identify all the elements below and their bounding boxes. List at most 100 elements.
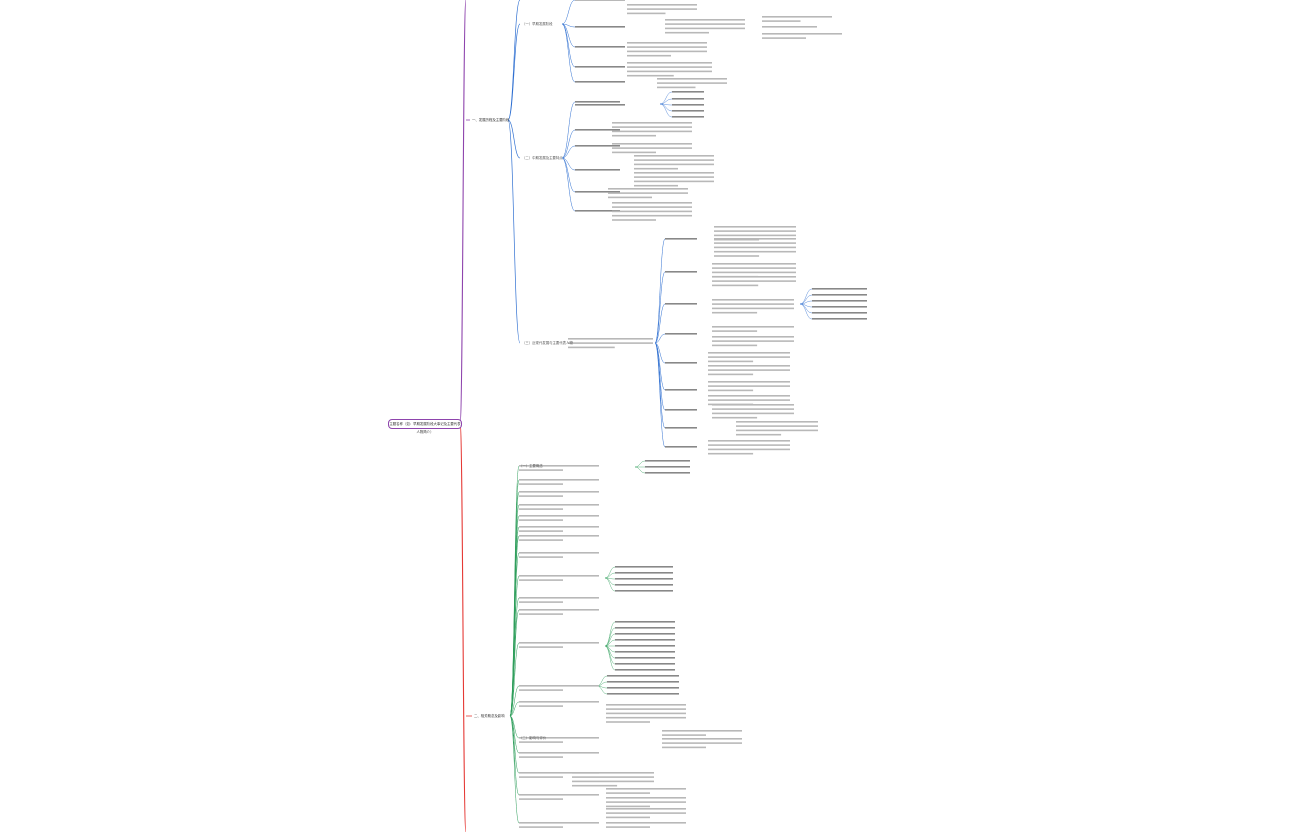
text-line-191 [519, 552, 599, 554]
text-line-286 [606, 805, 650, 808]
text-line-81 [608, 196, 652, 199]
text-line-161 [736, 421, 818, 423]
text-line-277 [662, 746, 706, 749]
text-line-257 [615, 663, 675, 665]
text-line-37 [762, 20, 801, 22]
connector-138 [799, 303, 813, 320]
sub-node-5[interactable]: （二）影响与评价 [519, 736, 547, 740]
text-line-11 [575, 26, 625, 28]
text-line-89 [568, 346, 615, 349]
text-line-86 [612, 219, 656, 221]
connector-230 [634, 466, 646, 474]
text-line-231 [645, 472, 690, 474]
text-line-247 [615, 633, 675, 635]
text-line-118 [712, 267, 796, 269]
text-line-40 [762, 37, 806, 39]
text-line-113 [714, 242, 796, 244]
text-line-155 [708, 399, 790, 401]
text-line-213 [519, 741, 563, 743]
text-line-188 [519, 535, 599, 537]
text-line-44 [575, 129, 620, 131]
text-line-177 [519, 495, 563, 497]
text-line-27 [627, 50, 707, 53]
text-line-176 [519, 491, 599, 493]
connector-205 [509, 685, 520, 717]
text-line-281 [572, 784, 618, 787]
text-line-84 [612, 210, 692, 213]
text-line-126 [712, 307, 794, 310]
text-line-173 [519, 479, 599, 481]
connector-7 [507, 0, 521, 121]
text-line-42 [575, 101, 620, 103]
text-line-93 [665, 271, 697, 273]
text-line-166 [708, 444, 790, 446]
text-line-287 [606, 808, 686, 810]
text-line-162 [736, 425, 818, 427]
text-line-52 [575, 210, 620, 212]
text-line-282 [606, 788, 686, 790]
text-line-69 [612, 147, 692, 149]
sub-node-3[interactable]: （三）近现代发展与主要代表人物 [522, 341, 573, 345]
text-line-75 [634, 172, 714, 174]
text-line-239 [615, 584, 673, 586]
text-line-216 [519, 756, 563, 758]
text-line-71 [634, 155, 714, 157]
text-line-195 [519, 579, 563, 581]
branch-bottom[interactable]: 二、相关概念及影响 [474, 714, 505, 718]
text-line-197 [519, 597, 599, 599]
text-line-15 [575, 66, 625, 68]
text-line-183 [519, 519, 563, 521]
text-line-272 [606, 721, 650, 723]
connector-14 [561, 23, 576, 68]
text-line-171 [519, 469, 563, 471]
text-line-227 [645, 460, 690, 462]
connector-242 [604, 621, 616, 647]
text-line-215 [519, 752, 599, 754]
text-line-103 [665, 409, 697, 411]
text-line-61 [672, 110, 704, 112]
text-line-245 [615, 627, 675, 629]
text-line-274 [662, 734, 706, 736]
text-line-25 [627, 42, 707, 44]
text-line-72 [634, 159, 714, 161]
connector-62 [659, 103, 673, 118]
sub-node-1[interactable]: （一）早期发展阶段 [522, 22, 553, 26]
connector-223 [509, 715, 520, 824]
text-line-147 [708, 360, 754, 363]
text-line-150 [708, 373, 754, 376]
text-line-279 [572, 776, 654, 778]
connector-51 [561, 157, 576, 212]
text-line-261 [607, 675, 679, 677]
text-line-133 [812, 300, 867, 302]
text-line-141 [712, 330, 758, 332]
connector-220 [509, 715, 520, 796]
text-line-207 [519, 689, 563, 691]
text-line-206 [519, 685, 599, 687]
text-line-59 [672, 104, 704, 106]
text-line-148 [708, 365, 790, 367]
text-line-109 [714, 230, 796, 232]
text-line-131 [812, 294, 867, 296]
root-node[interactable]: 主题名称（如：早期发展阶段大事记及主要代表人物简介） [388, 419, 462, 434]
connector-260 [596, 675, 608, 687]
text-line-263 [607, 681, 679, 683]
text-line-38 [762, 26, 817, 28]
text-line-168 [708, 452, 754, 455]
text-line-108 [714, 226, 796, 228]
branch-top[interactable]: 一、发展历程及主要阶段 [472, 118, 510, 122]
text-line-182 [519, 515, 599, 517]
text-line-180 [519, 508, 563, 510]
text-line-121 [712, 276, 796, 278]
text-line-146 [708, 356, 790, 358]
text-line-33 [657, 78, 727, 80]
text-line-290 [606, 822, 686, 824]
sub-node-4[interactable]: （一）主要概念 [519, 464, 543, 468]
connector-226 [634, 460, 646, 468]
text-line-26 [627, 46, 707, 48]
text-line-151 [708, 381, 790, 383]
text-line-267 [607, 693, 679, 695]
text-line-30 [627, 66, 712, 68]
text-line-77 [634, 180, 714, 183]
sub-node-2[interactable]: （二）中期发展及主要特点 [522, 156, 563, 160]
text-line-276 [662, 742, 742, 744]
